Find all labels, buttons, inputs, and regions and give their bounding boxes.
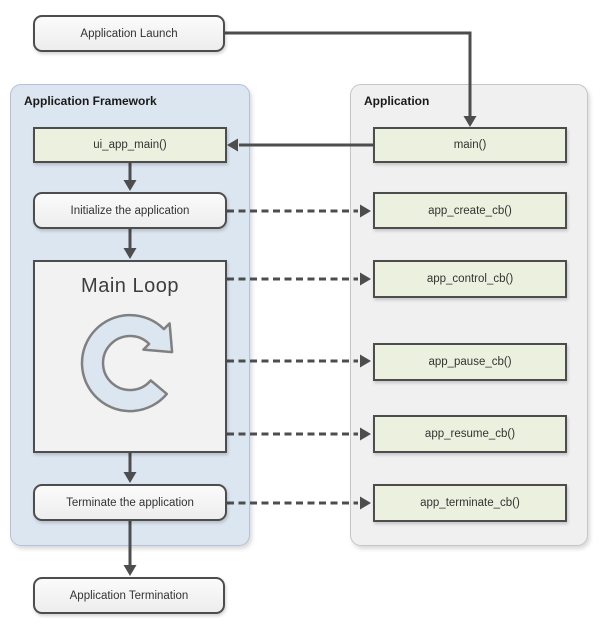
- node-application-launch: Application Launch: [33, 15, 225, 52]
- application-panel-title: Application: [364, 94, 430, 108]
- clockwise-loop-arrow-icon: [80, 313, 174, 413]
- node-app-resume-cb-label: app_resume_cb(): [424, 428, 516, 440]
- node-app-terminate-cb: app_terminate_cb(): [373, 484, 567, 522]
- node-application-termination-label: Application Termination: [69, 589, 189, 602]
- node-app-pause-cb-label: app_pause_cb(): [428, 356, 512, 368]
- node-app-pause-cb: app_pause_cb(): [373, 343, 567, 381]
- node-application-launch-label: Application Launch: [80, 27, 178, 40]
- node-app-resume-cb: app_resume_cb(): [373, 415, 567, 453]
- node-ui-app-main: ui_app_main(): [33, 127, 227, 163]
- application-framework-panel-title: Application Framework: [24, 94, 157, 108]
- node-terminate-label: Terminate the application: [66, 496, 194, 509]
- node-app-create-cb-label: app_create_cb(): [428, 204, 512, 217]
- node-initialize-label: Initialize the application: [70, 204, 190, 217]
- node-application-termination: Application Termination: [33, 577, 225, 614]
- node-main-label: main(): [453, 139, 487, 151]
- node-app-terminate-cb-label: app_terminate_cb(): [420, 497, 520, 509]
- node-initialize: Initialize the application: [33, 192, 227, 229]
- arrowhead-into-termination: [123, 565, 137, 576]
- node-main-loop: Main Loop: [33, 260, 227, 453]
- node-app-control-cb-label: app_control_cb(): [426, 273, 514, 285]
- node-terminate: Terminate the application: [33, 484, 227, 521]
- node-app-control-cb: app_control_cb(): [373, 260, 567, 298]
- node-app-create-cb: app_create_cb(): [373, 192, 567, 229]
- node-ui-app-main-label: ui_app_main(): [93, 139, 167, 151]
- node-main: main(): [373, 127, 567, 163]
- main-loop-title: Main Loop: [81, 275, 179, 297]
